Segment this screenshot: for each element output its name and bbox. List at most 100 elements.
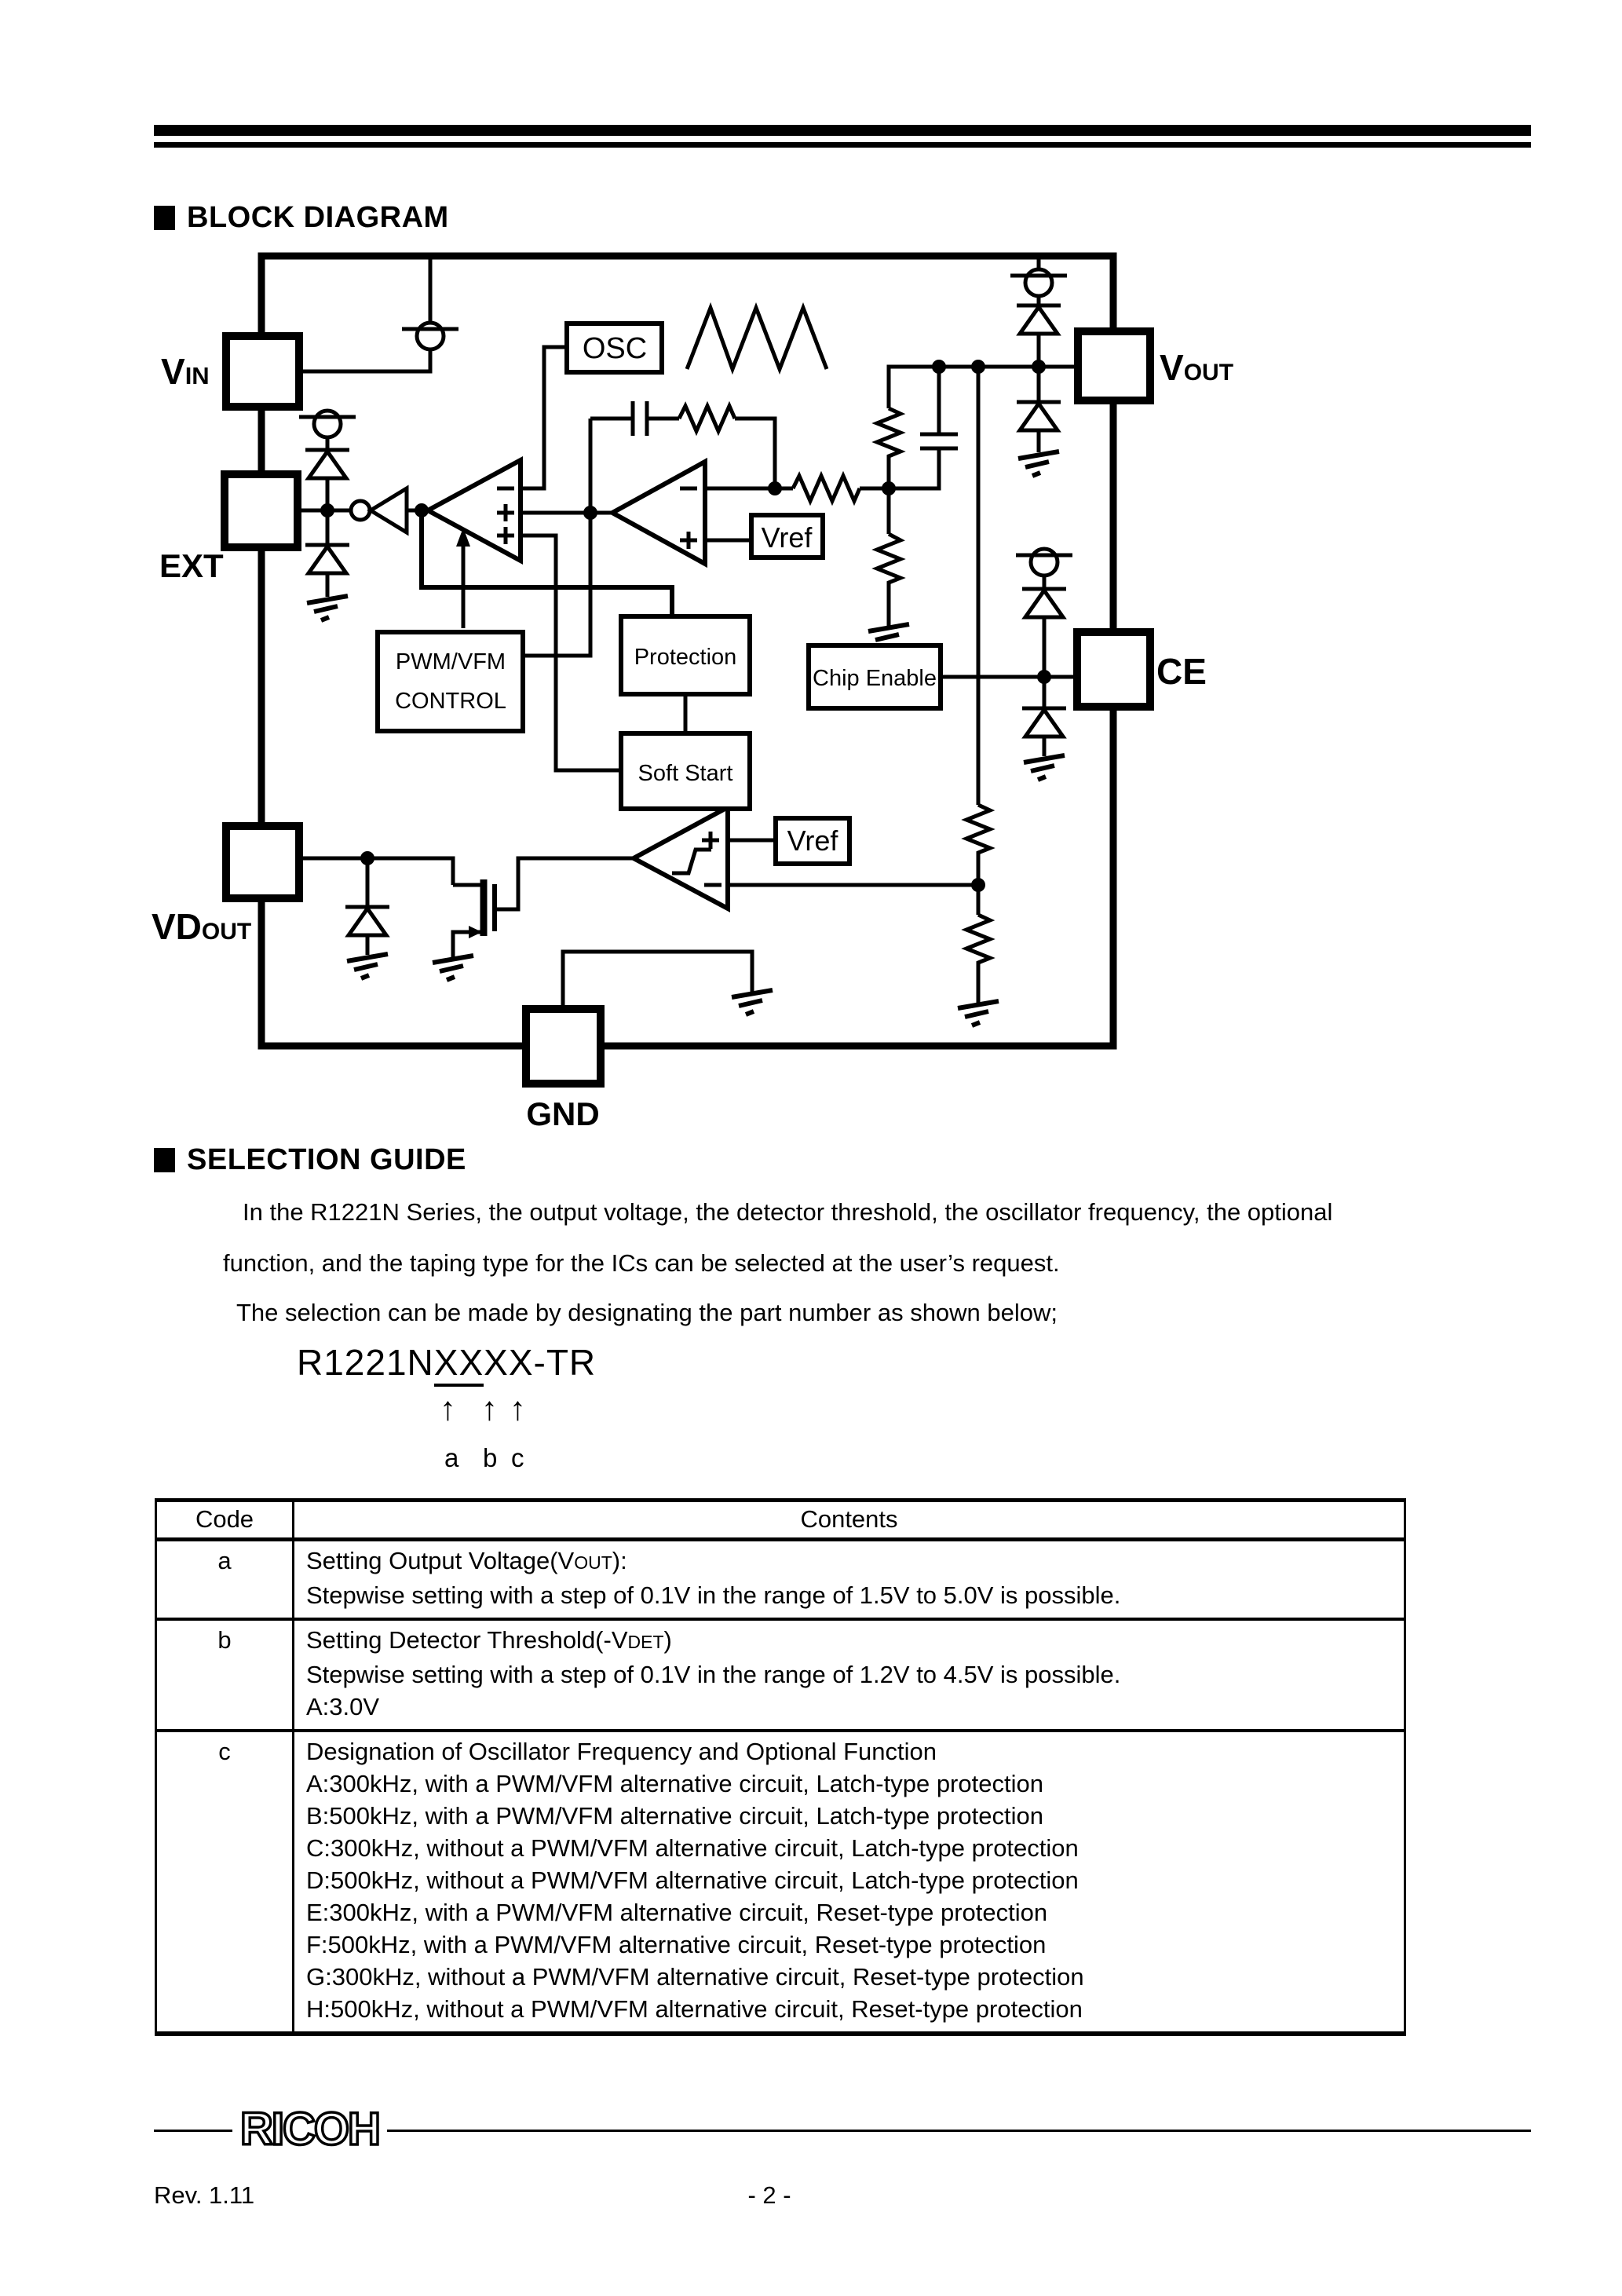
- chip-enable-label: Chip Enable: [813, 666, 937, 691]
- table-header-row: Code Contents: [157, 1502, 1404, 1541]
- footer-rule: [154, 2130, 1531, 2132]
- selection-guide-heading: SELECTION GUIDE: [154, 1143, 466, 1177]
- revision-text: Rev. 1.11: [154, 2181, 255, 2209]
- control-arrow-icon: [456, 528, 470, 628]
- table-header-contents: Contents: [800, 1505, 898, 1533]
- osc-label: OSC: [583, 332, 647, 365]
- diode-icon: [1022, 589, 1066, 617]
- transistor-icon: [1016, 549, 1072, 576]
- soft-start-box: [619, 731, 752, 811]
- pwm-vfm-control-box: [375, 630, 525, 733]
- heading-square-icon: [154, 206, 175, 230]
- content-line: Stepwise setting with a step of 0.1V in …: [306, 1661, 1121, 1688]
- top-rule-thick: [154, 125, 1531, 136]
- row-code: c: [157, 1732, 294, 2031]
- ground-icon: [1018, 452, 1059, 476]
- block-diagram-figure: OSC Vref PWM/VFM CONTROL Protection Soft…: [152, 252, 1233, 1132]
- protection-label: Protection: [634, 645, 737, 670]
- transistor-icon: [402, 323, 458, 349]
- vref-bottom-label: Vref: [787, 824, 839, 857]
- diode-icon: [1022, 708, 1066, 737]
- transistor-icon: [299, 411, 356, 437]
- ground-icon: [347, 954, 388, 978]
- content-line: Setting Detector Threshold(-VDET): [306, 1626, 672, 1654]
- heading-text: SELECTION GUIDE: [187, 1143, 466, 1176]
- diode-icon: [345, 907, 389, 935]
- mosfet-icon: [469, 879, 518, 938]
- vref-top-label: Vref: [762, 521, 813, 554]
- code-arrow-icon: ↑: [440, 1390, 456, 1427]
- vref-bottom-box: [773, 816, 852, 866]
- diode-icon: [305, 545, 349, 573]
- code-arrow-icon: ↑: [481, 1390, 498, 1427]
- pad-vin: [222, 332, 303, 411]
- part-number-underlined: XX: [433, 1342, 484, 1387]
- content-line: A:300kHz, with a PWM/VFM alternative cir…: [306, 1770, 1043, 1797]
- diode-icon: [305, 450, 349, 478]
- content-line: D:500kHz, without a PWM/VFM alternative …: [306, 1866, 1079, 1894]
- ground-icon: [732, 990, 773, 1015]
- heading-text: BLOCK DIAGRAM: [187, 201, 449, 234]
- content-line: C:300kHz, without a PWM/VFM alternative …: [306, 1834, 1079, 1862]
- table-row: b Setting Detector Threshold(-VDET) Step…: [157, 1621, 1404, 1732]
- block-diagram-heading: BLOCK DIAGRAM: [154, 201, 449, 235]
- table-row: c Designation of Oscillator Frequency an…: [157, 1732, 1404, 2031]
- vout-label: VOUT: [1160, 347, 1233, 388]
- top-rule-thin: [154, 142, 1531, 148]
- table-row: a Setting Output Voltage(VOUT): Stepwise…: [157, 1541, 1404, 1621]
- chip-enable-box: [806, 643, 943, 711]
- junction-dots: [320, 360, 1051, 892]
- gnd-label: GND: [526, 1095, 599, 1132]
- content-line: Stepwise setting with a step of 0.1V in …: [306, 1581, 1121, 1609]
- content-line: B:500kHz, with a PWM/VFM alternative cir…: [306, 1802, 1043, 1830]
- page-number: - 2 -: [747, 2181, 791, 2209]
- selection-paragraph-line: The selection can be made by designating…: [236, 1299, 1058, 1326]
- content-line: E:300kHz, with a PWM/VFM alternative cir…: [306, 1899, 1048, 1926]
- amp-signs: [497, 486, 721, 887]
- triangle-wave-icon: [685, 302, 829, 375]
- protection-box: [619, 614, 752, 696]
- ground-icon: [433, 956, 473, 980]
- diode-icon: [1017, 305, 1061, 334]
- error-amp: [607, 457, 707, 569]
- vin-label: VIN: [161, 351, 210, 392]
- selection-table: Code Contents a Setting Output Voltage(V…: [155, 1498, 1406, 2036]
- detector-comparator: [628, 803, 730, 912]
- row-code: a: [157, 1541, 294, 1618]
- code-arrow-icon: ↑: [510, 1390, 526, 1427]
- ce-label: CE: [1156, 651, 1207, 692]
- content-line: Designation of Oscillator Frequency and …: [306, 1738, 937, 1765]
- ground-icon: [958, 1001, 999, 1026]
- ricoh-logo: RICOH: [232, 2103, 387, 2155]
- selection-paragraph-line: function, and the taping type for the IC…: [223, 1249, 1060, 1277]
- hysteresis-icon: [672, 847, 711, 876]
- code-letter-c: c: [511, 1443, 524, 1472]
- diode-icon: [1017, 402, 1061, 430]
- vdout-label: VDOUT: [152, 906, 251, 947]
- part-number-prefix: R1221N: [297, 1342, 434, 1383]
- part-number-suffix: XX-TR: [484, 1342, 597, 1383]
- ground-icon: [307, 596, 348, 620]
- pad-ext: [221, 470, 301, 551]
- row-contents: Designation of Oscillator Frequency and …: [294, 1732, 1404, 2031]
- transistor-icon: [1010, 269, 1067, 296]
- osc-box: [564, 321, 664, 375]
- content-line: Setting Output Voltage(VOUT):: [306, 1547, 627, 1574]
- vref-top-box: [749, 513, 825, 560]
- code-letter-a: a: [444, 1443, 459, 1472]
- pad-gnd: [522, 1005, 605, 1088]
- pad-ce: [1073, 628, 1154, 711]
- pad-vdout: [222, 822, 303, 902]
- content-line: F:500kHz, with a PWM/VFM alternative cir…: [306, 1931, 1047, 1958]
- part-number: R1221NXXXX-TR: [297, 1341, 597, 1387]
- heading-square-icon: [154, 1148, 175, 1172]
- row-contents: Setting Output Voltage(VOUT): Stepwise s…: [294, 1541, 1404, 1618]
- pad-vout: [1074, 327, 1154, 404]
- code-letter-b: b: [483, 1443, 498, 1472]
- ground-icon: [1024, 755, 1065, 780]
- content-line: H:500kHz, without a PWM/VFM alternative …: [306, 1995, 1083, 2023]
- inverter-icon: [367, 484, 409, 536]
- row-code: b: [157, 1621, 294, 1729]
- soft-start-label: Soft Start: [638, 761, 733, 786]
